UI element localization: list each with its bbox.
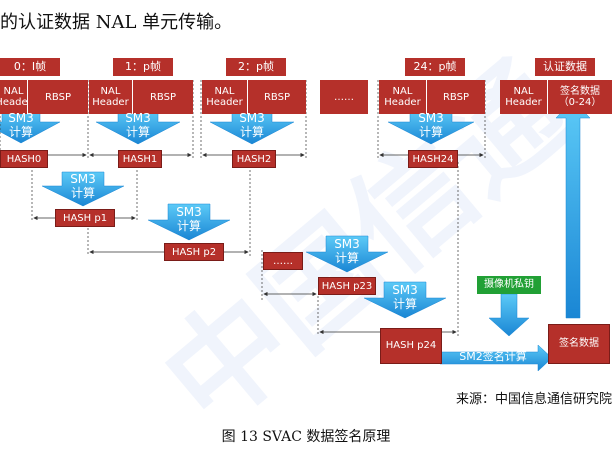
sm3-arrow [363, 281, 447, 319]
signature-data-box: 签名数据 [548, 324, 610, 364]
hash-p1: HASH p1 [55, 209, 115, 227]
sm3-label: SM3 计算 [418, 111, 444, 139]
frame-label-24: 24：p帧 [405, 58, 465, 76]
hash-24: HASH24 [408, 150, 458, 168]
sm3-arrow [41, 171, 125, 207]
nal-header: NAL Header [0, 80, 28, 114]
hash-2: HASH2 [232, 150, 276, 168]
ellipsis-box: …… [263, 252, 303, 270]
hash-p2: HASH p2 [164, 243, 224, 261]
figure-caption: 图 13 SVAC 数据签名原理 [221, 429, 391, 445]
nal-header: NAL Header [379, 80, 427, 114]
sm3-label: SM3 计算 [392, 283, 418, 311]
up-arrow [555, 99, 591, 319]
hash-p23: HASH p23 [318, 277, 376, 295]
auth-data-label: 认证数据 [535, 58, 595, 76]
key-arrow [488, 293, 530, 337]
rbsp: RBSP [133, 80, 193, 114]
sm3-arrow [305, 235, 389, 273]
nal-header: NAL Header [500, 80, 548, 114]
sm3-label: SM3 计算 [334, 237, 360, 265]
camera-private-key: 摄像机私钥 [477, 276, 541, 294]
intro-text: 的认证数据 NAL 单元传输。 [0, 12, 233, 33]
frame-label-2: 2：p帧 [226, 58, 286, 76]
diagram-arrows [0, 80, 591, 372]
sm2-label: SM2签名计算 [459, 350, 527, 363]
source-note: 来源：中国信息通信研究院 [455, 392, 612, 407]
rbsp: RBSP [248, 80, 306, 114]
rbsp: RBSP [28, 80, 88, 114]
sm3-arrow [147, 203, 231, 241]
sm3-label: SM3 计算 [8, 111, 34, 139]
sm3-label: SM3 计算 [176, 205, 202, 233]
frame-label-1: 1：p帧 [113, 58, 173, 76]
sm2-arrow [439, 344, 553, 372]
sm3-label: SM3 计算 [70, 172, 96, 200]
signature-data-packet: 签名数据 （0-24） [548, 80, 612, 114]
sm3-label: SM3 计算 [239, 111, 265, 139]
frame-label-0: 0：I帧 [0, 58, 60, 76]
rbsp: RBSP [427, 80, 485, 114]
hash-1: HASH1 [118, 150, 162, 168]
hash-0: HASH0 [0, 150, 48, 168]
nal-header: NAL Header [89, 80, 133, 114]
nal-header: NAL Header [202, 80, 248, 114]
ellipsis-packet: …… [320, 80, 368, 114]
sm3-label: SM3 计算 [125, 111, 151, 139]
hash-p24: HASH p24 [380, 328, 442, 364]
